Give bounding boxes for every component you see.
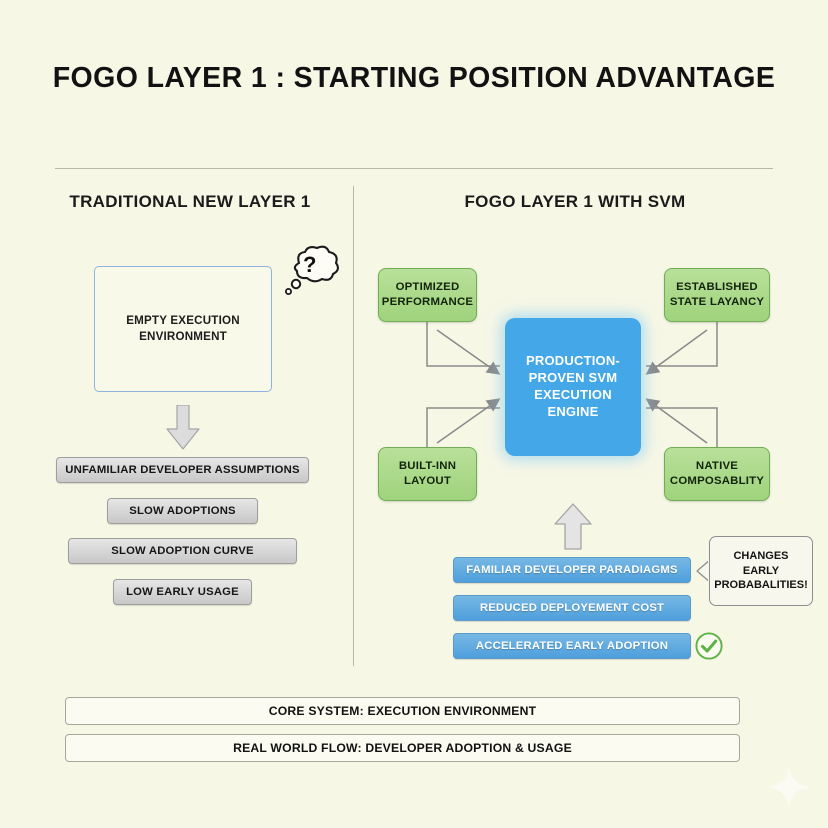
empty-execution-environment-box: EMPTY EXECUTION ENVIRONMENT: [94, 266, 272, 392]
left-bar-1-label: SLOW ADOPTIONS: [129, 505, 236, 517]
green-box-established-state-layancy-label: ESTABLISHED STATE LAYANCY: [669, 280, 765, 308]
center-svm-engine-label: PRODUCTION- PROVEN SVM EXECUTION ENGINE: [526, 353, 620, 419]
left-bar-0-label: UNFAMILIAR DEVELOPER ASSUMPTIONS: [65, 464, 300, 476]
footer-bar-0-label: CORE SYSTEM: EXECUTION ENVIRONMENT: [268, 704, 537, 718]
column-divider: [353, 186, 354, 666]
upward-flow-arrow-icon: [553, 503, 593, 556]
left-bar-3: LOW EARLY USAGE: [113, 579, 252, 605]
blue-bar-2-label: ACCELERATED EARLY ADOPTION: [475, 640, 669, 652]
blue-bar-0: FAMILIAR DEVELOPER PARADIAGMS: [453, 557, 691, 583]
sparkle-watermark-icon: [766, 764, 812, 810]
blue-bar-2: ACCELERATED EARLY ADOPTION: [453, 633, 691, 659]
left-flow-arrow-icon: [165, 404, 201, 456]
green-box-built-inn-layout: BUILT-INN LAYOUT: [378, 447, 477, 501]
left-bar-2-label: SLOW ADOPTION CURVE: [111, 545, 254, 557]
green-box-optimized-performance: OPTIMIZED PERFORMANCE: [378, 268, 477, 322]
left-bar-3-label: LOW EARLY USAGE: [126, 586, 239, 598]
left-column-heading: TRADITIONAL NEW LAYER 1: [69, 192, 311, 211]
footer-bar-1: REAL WORLD FLOW: DEVELOPER ADOPTION & US…: [65, 734, 740, 762]
callout-changes-early-probabilities: CHANGES EARLY PROBABALITIES!: [709, 536, 813, 606]
footer-bar-0: CORE SYSTEM: EXECUTION ENVIRONMENT: [65, 697, 740, 725]
green-box-native-composablity: NATIVE COMPOSABLITY: [664, 447, 770, 501]
left-bar-2: SLOW ADOPTION CURVE: [68, 538, 297, 564]
left-bar-1: SLOW ADOPTIONS: [107, 498, 258, 524]
check-circle-icon: [694, 631, 724, 661]
question-mark-glyph: ?: [303, 252, 317, 277]
green-box-built-inn-layout-label: BUILT-INN LAYOUT: [398, 459, 457, 487]
callout-label: CHANGES EARLY PROBABALITIES!: [714, 549, 808, 592]
green-box-native-composablity-label: NATIVE COMPOSABLITY: [669, 459, 765, 487]
thought-bubble-icon: ?: [281, 243, 343, 305]
green-box-optimized-performance-label: OPTIMIZED PERFORMANCE: [381, 280, 474, 308]
center-svm-engine-box: PRODUCTION- PROVEN SVM EXECUTION ENGINE: [505, 318, 641, 456]
header-divider: [55, 168, 773, 169]
blue-bar-1-label: REDUCED DEPLOYEMENT COST: [479, 602, 665, 614]
green-box-established-state-layancy: ESTABLISHED STATE LAYANCY: [664, 268, 770, 322]
blue-bar-1: REDUCED DEPLOYEMENT COST: [453, 595, 691, 621]
footer-bar-1-label: REAL WORLD FLOW: DEVELOPER ADOPTION & US…: [233, 741, 572, 755]
left-bar-0: UNFAMILIAR DEVELOPER ASSUMPTIONS: [56, 457, 309, 483]
right-column-heading: FOGO LAYER 1 WITH SVM: [464, 192, 686, 211]
page-title: FOGO LAYER 1 : STARTING POSITION ADVANTA…: [52, 62, 776, 94]
blue-bar-0-label: FAMILIAR DEVELOPER PARADIAGMS: [466, 564, 678, 576]
empty-execution-environment-label: EMPTY EXECUTION ENVIRONMENT: [126, 313, 240, 343]
